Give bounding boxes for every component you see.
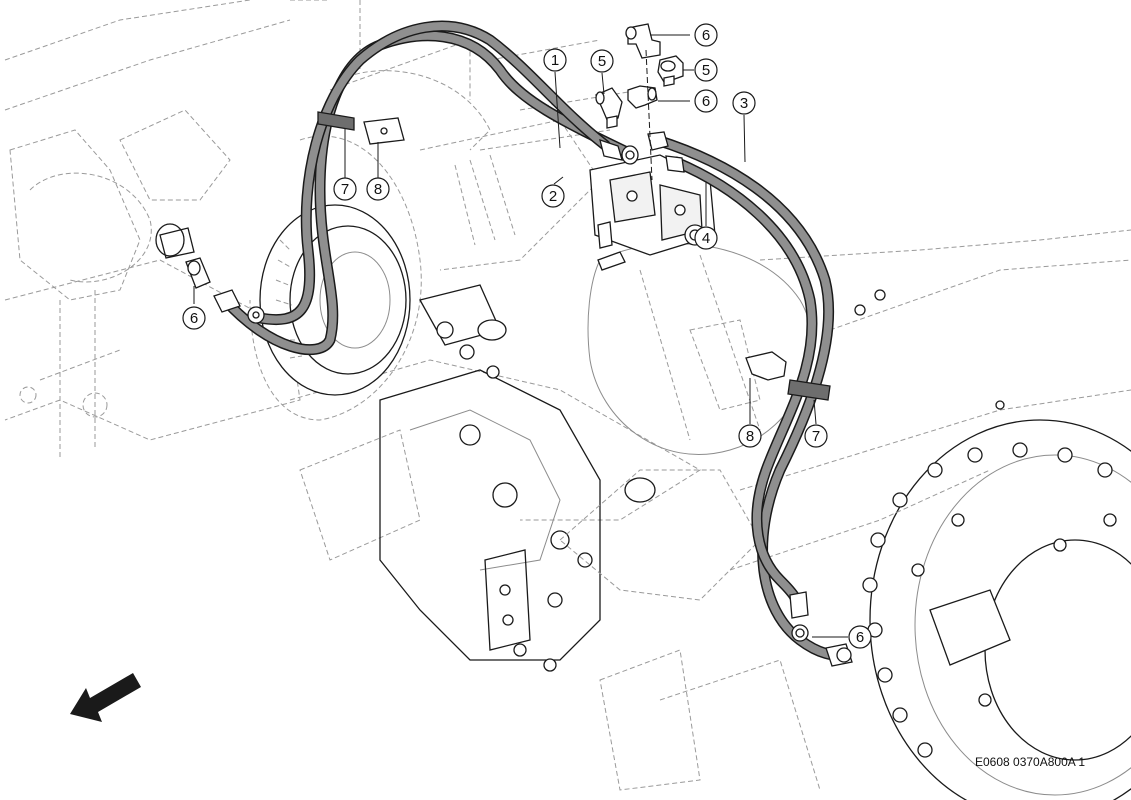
callout-label: 6	[702, 27, 710, 44]
elbow-fitting-mid-b	[627, 85, 658, 109]
callout-part-3: 3	[732, 91, 756, 115]
wheel-hub-right	[862, 419, 1131, 800]
callout-label: 8	[746, 428, 754, 445]
elbow-fitting-mid-a	[595, 87, 623, 129]
chassis-frame-left	[4, 0, 301, 460]
callout-part-7-right: 7	[804, 424, 828, 448]
callout-part-6-left: 6	[182, 306, 206, 330]
leader-lines	[193, 34, 848, 638]
output-shaft-flange	[419, 284, 507, 379]
callout-part-5-right: 5	[694, 58, 718, 82]
callout-label: 6	[190, 310, 198, 327]
arrow-icon	[70, 673, 141, 722]
callout-label: 6	[702, 93, 710, 110]
elbow-fitting-top-b	[657, 55, 684, 87]
callout-part-6-top: 6	[694, 23, 718, 47]
callout-part-8-left: 8	[366, 177, 390, 201]
callout-part-5-left: 5	[590, 49, 614, 73]
callout-part-7-left: 7	[333, 177, 357, 201]
callout-label: 7	[812, 428, 820, 445]
callout-label: 5	[702, 62, 710, 79]
callout-part-2: 2	[541, 184, 565, 208]
callout-label: 8	[374, 181, 382, 198]
control-valve-block	[589, 154, 716, 271]
callout-part-1: 1	[543, 48, 567, 72]
callout-label: 3	[740, 95, 748, 112]
hose-clamp-left	[317, 111, 355, 131]
hose-bracket-left	[363, 117, 405, 145]
callout-label: 7	[341, 181, 349, 198]
axle-housing-center	[249, 0, 701, 561]
hose-clamp-right	[787, 379, 831, 401]
hose-bracket-right	[745, 351, 787, 381]
elbow-fitting-top-a	[625, 23, 661, 59]
callout-label: 1	[551, 52, 559, 69]
callout-label: 6	[856, 629, 864, 646]
drawing-reference-code: E0608 0370A800A 1	[975, 755, 1085, 769]
callout-label: 2	[549, 188, 557, 205]
callout-part-6-middle: 6	[694, 89, 718, 113]
transmission-pump-body	[379, 369, 601, 672]
differential-housing	[587, 243, 813, 455]
hydraulic-hose-2	[254, 20, 611, 326]
hydraulic-hose-4	[670, 156, 818, 616]
callout-label: 4	[702, 230, 710, 247]
callout-part-8-right: 8	[738, 424, 762, 448]
callout-label: 5	[598, 53, 606, 70]
callout-part-4: 4	[694, 226, 718, 250]
callout-part-6-bottom: 6	[848, 625, 872, 649]
axle-beam-right	[729, 229, 1131, 571]
axle-support-left-lower	[559, 469, 821, 791]
